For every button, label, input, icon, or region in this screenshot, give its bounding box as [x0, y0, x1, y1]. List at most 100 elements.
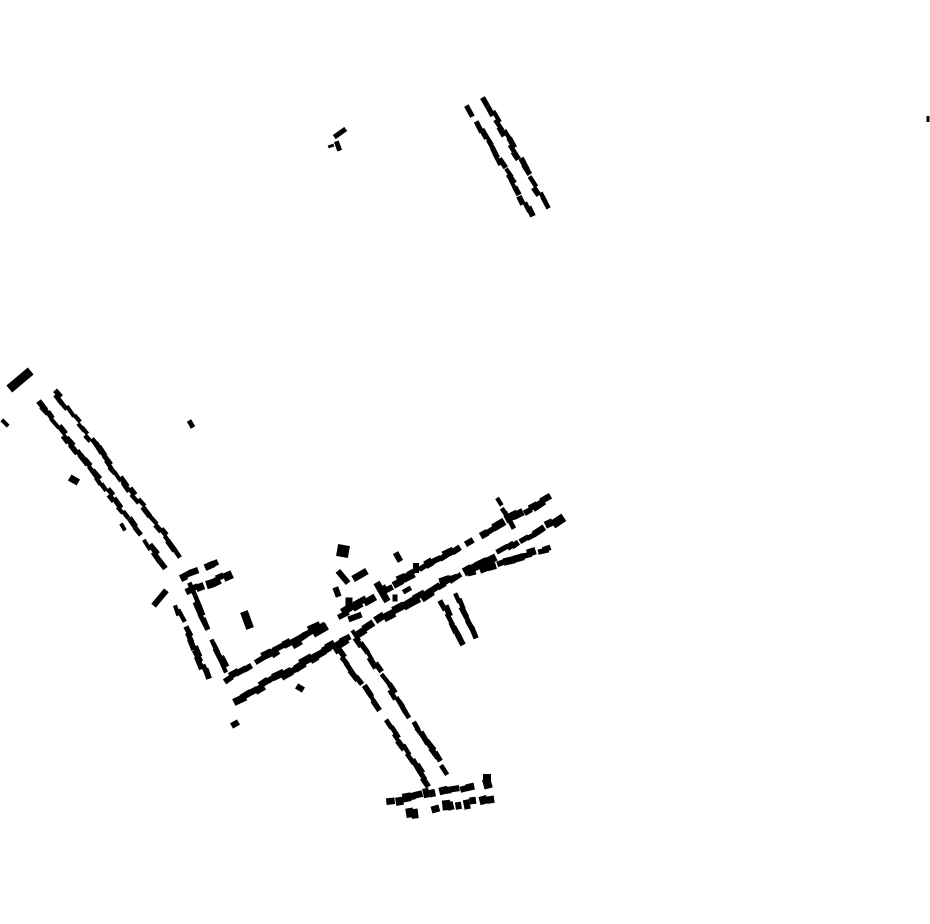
building: [420, 776, 431, 789]
building: [495, 543, 509, 555]
building: [127, 486, 138, 497]
building: [49, 417, 61, 430]
building: [405, 570, 415, 580]
building: [443, 786, 452, 795]
building: [459, 785, 468, 793]
building: [200, 616, 211, 631]
building: [218, 659, 228, 674]
building: [389, 725, 401, 740]
building: [392, 551, 404, 563]
building: [202, 667, 212, 680]
building: [502, 510, 511, 522]
building: [370, 698, 382, 713]
building: [99, 482, 109, 493]
building: [391, 601, 406, 615]
building: [483, 774, 491, 782]
building: [412, 589, 426, 602]
building: [507, 518, 517, 530]
building: [413, 790, 424, 799]
building: [525, 532, 536, 541]
building: [468, 625, 479, 640]
building: [464, 104, 475, 118]
building: [188, 567, 200, 577]
building: [126, 516, 138, 529]
building: [480, 96, 490, 108]
building: [502, 555, 516, 566]
building: [105, 487, 116, 497]
building: [541, 544, 552, 553]
building: [465, 782, 475, 792]
building: [171, 546, 182, 559]
building: [136, 497, 147, 508]
building: [186, 419, 196, 429]
building: [291, 638, 303, 650]
building: [450, 785, 460, 793]
building: [335, 568, 351, 586]
building: [418, 587, 435, 603]
building: [385, 797, 396, 805]
building: [387, 688, 398, 701]
building: [446, 801, 455, 811]
building: [295, 683, 305, 693]
building: [287, 666, 298, 676]
building: [926, 116, 930, 122]
building: [53, 388, 63, 399]
building: [373, 580, 391, 604]
building: [526, 547, 537, 557]
building: [427, 555, 442, 567]
building: [525, 205, 536, 218]
building: [132, 525, 143, 537]
building: [406, 792, 416, 801]
building: [400, 706, 412, 720]
building: [381, 608, 397, 623]
building: [442, 604, 453, 618]
building: [218, 655, 230, 669]
building: [271, 641, 286, 654]
building: [351, 567, 369, 583]
building: [422, 787, 430, 799]
building: [159, 527, 169, 537]
building: [333, 140, 343, 152]
building: [448, 573, 459, 583]
building: [454, 801, 462, 810]
building: [510, 539, 521, 550]
building: [510, 149, 521, 162]
building: [506, 136, 518, 150]
building: [140, 505, 153, 519]
building: [352, 595, 368, 608]
building: [401, 585, 413, 595]
building: [450, 544, 462, 555]
building: [540, 196, 551, 210]
building: [539, 492, 553, 505]
building: [209, 559, 220, 568]
building: [72, 413, 82, 424]
building: [512, 185, 522, 197]
building: [362, 593, 378, 607]
building: [373, 661, 384, 674]
building: [387, 682, 398, 695]
building: [196, 604, 206, 617]
building: [491, 109, 502, 124]
building: [147, 513, 159, 526]
building: [410, 808, 419, 819]
building: [462, 799, 471, 810]
building: [361, 683, 375, 699]
building: [392, 594, 398, 602]
building: [438, 575, 450, 584]
building: [430, 804, 441, 814]
building: [230, 719, 240, 729]
building: [395, 796, 404, 806]
building: [67, 474, 81, 486]
building: [324, 639, 337, 652]
building: [0, 418, 10, 428]
building: [327, 143, 335, 149]
building: [242, 663, 254, 673]
building: [527, 175, 539, 189]
building: [311, 622, 329, 638]
building: [531, 185, 542, 197]
building: [194, 582, 206, 593]
building: [65, 404, 76, 418]
building: [338, 633, 352, 645]
building: [531, 524, 547, 538]
building: [491, 517, 507, 532]
